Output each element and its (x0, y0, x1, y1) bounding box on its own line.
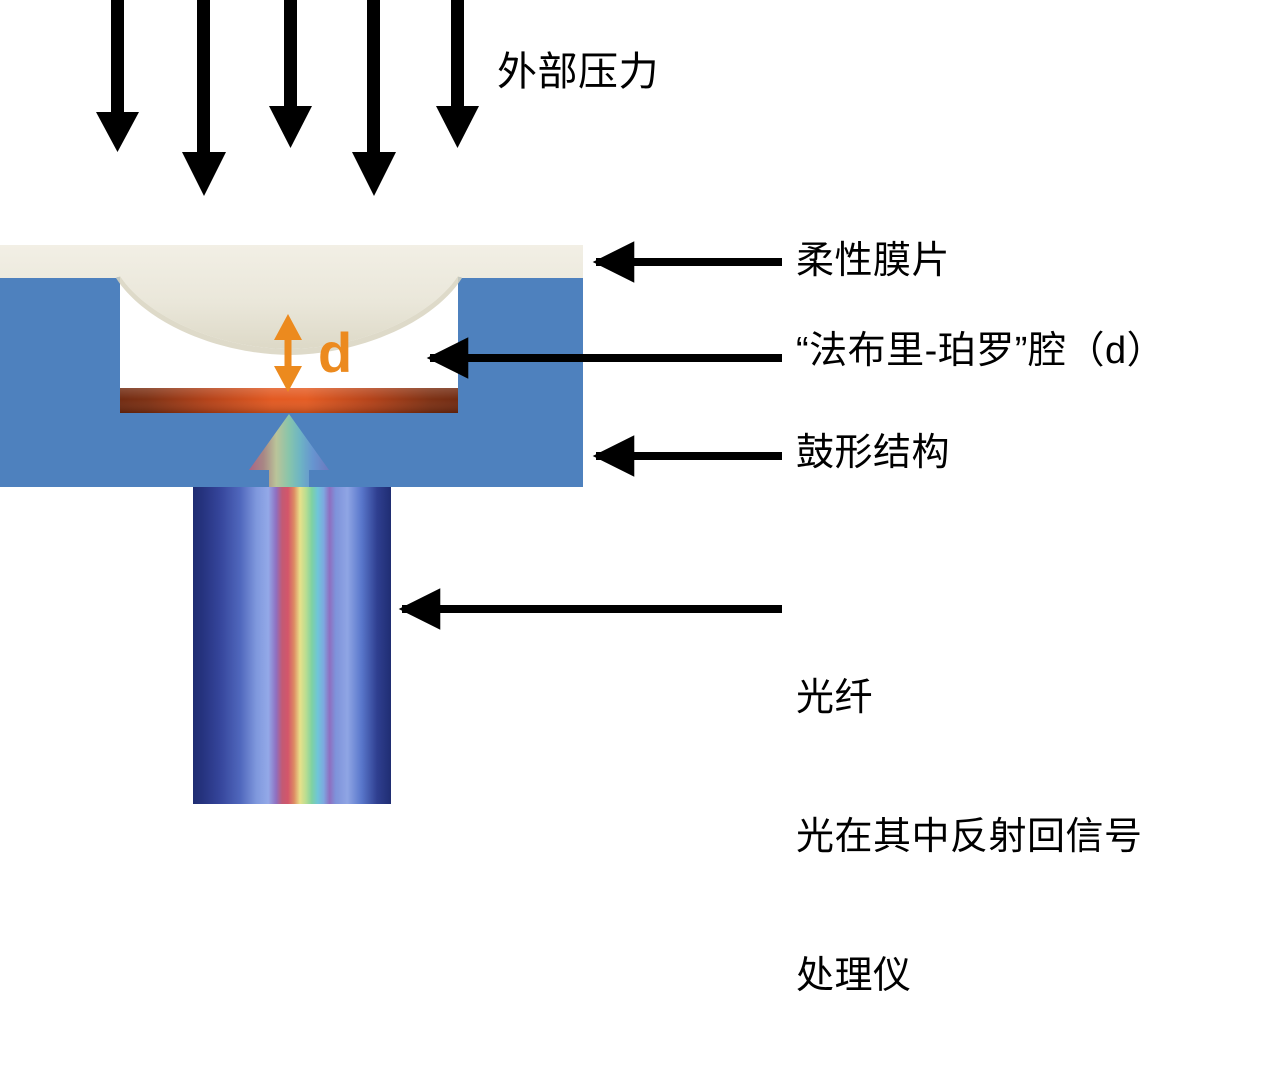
callout-arrows (398, 241, 782, 630)
pressure-arrow-5 (436, 0, 479, 148)
optical-fiber-label-line1: 光纤 (796, 676, 874, 719)
external-pressure-arrows (96, 0, 479, 196)
pressure-arrow-1 (96, 0, 139, 152)
light-beam-arrow (249, 414, 329, 492)
reflective-mirror-layer (120, 388, 458, 413)
optical-fiber-label-line2: 光在其中反射回信号 (796, 815, 1143, 858)
drum-structure-label: 鼓形结构 (796, 432, 951, 474)
optical-fiber (193, 487, 391, 804)
pressure-arrow-2 (182, 0, 226, 196)
optical-fiber-label: 光纤 光在其中反射回信号 处理仪 (796, 582, 1143, 1092)
fiber-optic-pressure-sensor-diagram: d (0, 0, 782, 804)
fabry-perot-cavity-label: “法布里-珀罗”腔（d） (796, 330, 1166, 372)
pressure-arrow-4 (352, 0, 396, 196)
external-pressure-label: 外部压力 (497, 50, 659, 94)
gap-label-d: d (318, 321, 352, 384)
cavity-gap-dimension-arrow (274, 314, 302, 392)
flexible-membrane (0, 245, 583, 355)
optical-fiber-label-line3: 处理仪 (796, 954, 912, 997)
flexible-membrane-label: 柔性膜片 (796, 240, 951, 282)
diagram-canvas: d 外部压力 柔性膜片 “法布里-珀罗”腔（d） 鼓形结构 光纤 光在其中反射回… (0, 0, 1166, 997)
pressure-arrow-3 (269, 0, 312, 148)
